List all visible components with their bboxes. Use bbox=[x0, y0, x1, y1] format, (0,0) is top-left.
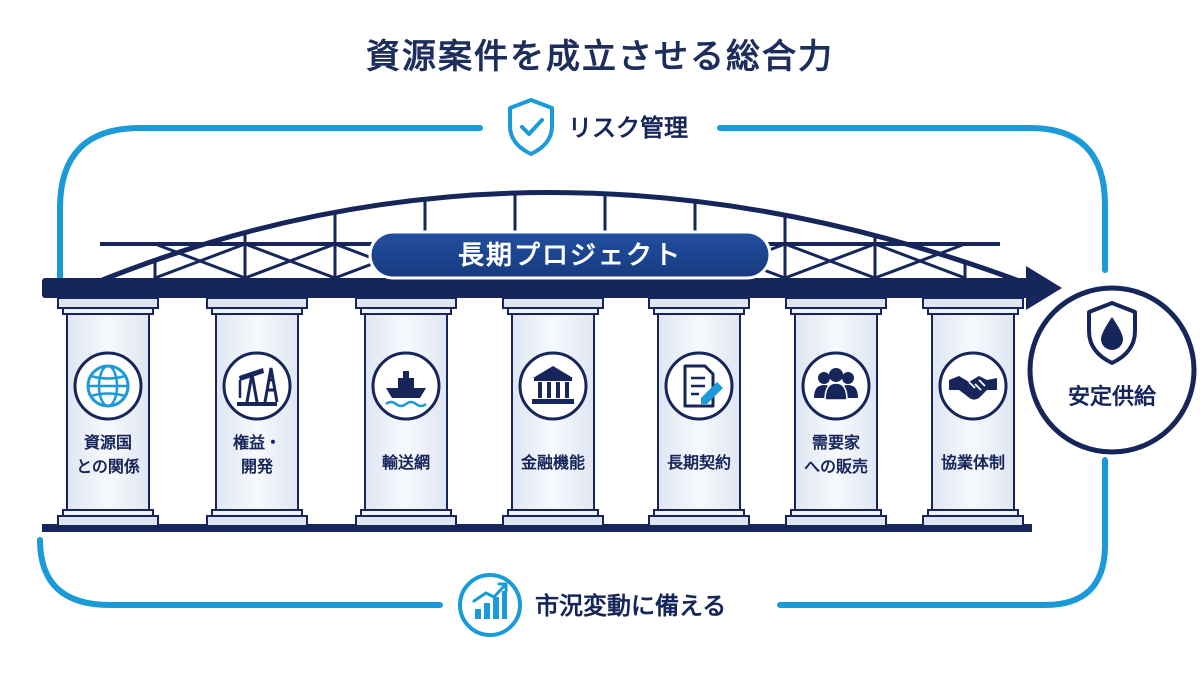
pillar-base bbox=[785, 515, 887, 527]
pillar-label: 金融機能 bbox=[520, 453, 585, 472]
risk-management-text: リスク管理 bbox=[568, 114, 688, 142]
pillar: 輸送網 bbox=[355, 297, 457, 527]
pillar-base bbox=[57, 515, 159, 527]
pillar: 長期契約 bbox=[648, 297, 750, 527]
risk-market-loop bbox=[37, 125, 1108, 608]
pillar-label: 長期契約 bbox=[667, 453, 731, 472]
bank-icon bbox=[518, 351, 588, 421]
growth-chart-icon bbox=[458, 573, 522, 637]
truss-diagonal bbox=[154, 242, 246, 280]
pillar-capital bbox=[785, 297, 887, 309]
pillar: 権益・開発 bbox=[206, 297, 308, 527]
pillar-label: 開発 bbox=[241, 457, 274, 476]
pillar-capital bbox=[922, 297, 1024, 309]
truss-diagonal bbox=[874, 242, 966, 280]
truss-diagonal bbox=[244, 242, 336, 280]
pillar-label: 権益・ bbox=[233, 433, 281, 452]
pillar-base bbox=[648, 515, 750, 527]
ship-icon bbox=[371, 351, 441, 421]
oil-pump-icon bbox=[222, 351, 292, 421]
market-volatility-label: 市況変動に備える bbox=[458, 573, 726, 637]
pillars-group: 資源国との関係権益・開発輸送網金融機能長期契約需要家への販売協業体制 bbox=[57, 297, 1024, 527]
stable-supply-text: 安定供給 bbox=[1068, 384, 1157, 410]
page-title: 資源案件を成立させる総合力 bbox=[366, 37, 834, 77]
truss-diagonal bbox=[784, 242, 876, 280]
base-floor bbox=[42, 524, 1032, 532]
pillar-capital bbox=[355, 297, 457, 309]
pillar: 協業体制 bbox=[922, 297, 1024, 527]
pillar-base bbox=[922, 515, 1024, 527]
banner-label: 長期プロジェクト bbox=[458, 241, 682, 271]
water-shield-icon bbox=[1087, 301, 1137, 365]
pillar-base bbox=[355, 515, 457, 527]
pillar-capital bbox=[648, 297, 750, 309]
contract-icon bbox=[664, 351, 734, 421]
stable-supply-goal: 安定供給 bbox=[1027, 285, 1197, 455]
shield-check-icon bbox=[508, 98, 554, 156]
market-volatility-text: 市況変動に備える bbox=[535, 592, 726, 620]
pillar-label: 資源国 bbox=[84, 433, 132, 452]
long-term-project-banner: 長期プロジェクト bbox=[368, 230, 772, 280]
risk-management-label: リスク管理 bbox=[508, 98, 688, 156]
people-group-icon bbox=[801, 351, 871, 421]
pillar-base bbox=[206, 515, 308, 527]
pillar-capital bbox=[57, 297, 159, 309]
handshake-icon bbox=[938, 351, 1008, 421]
pillar-label: への販売 bbox=[804, 457, 868, 476]
pillar-label: との関係 bbox=[76, 457, 140, 476]
deck-arrow bbox=[42, 266, 1062, 310]
pillar-capital bbox=[502, 297, 604, 309]
pillar-base bbox=[502, 515, 604, 527]
pillar: 金融機能 bbox=[502, 297, 604, 527]
pillar-label: 需要家 bbox=[812, 433, 861, 452]
pillar-label: 協業体制 bbox=[941, 453, 1005, 472]
globe-icon bbox=[73, 351, 143, 421]
pillar-label: 輸送網 bbox=[382, 453, 430, 472]
pillar-capital bbox=[206, 297, 308, 309]
